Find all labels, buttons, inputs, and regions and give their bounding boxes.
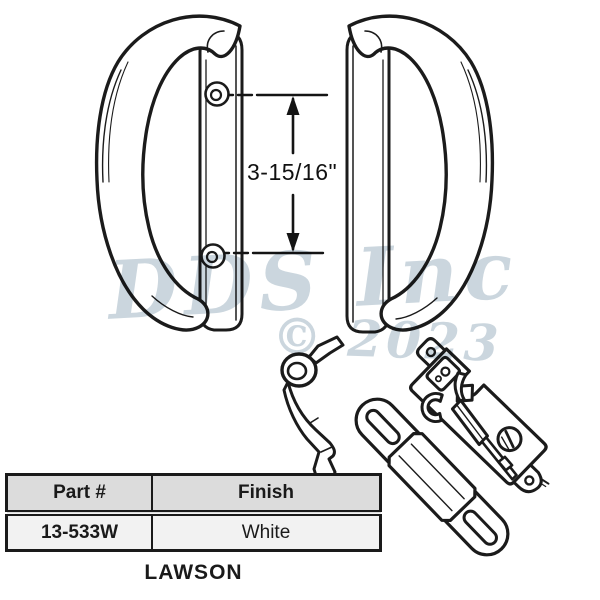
screw-icon — [204, 81, 230, 107]
grip-highlight-line — [101, 69, 122, 183]
parts-table: Part # Finish 13-533W White — [5, 473, 382, 552]
lock-small-hole — [497, 455, 514, 472]
disc-slot-line — [504, 429, 515, 449]
grip-highlight-line — [108, 61, 129, 183]
lever-detail-line — [320, 446, 333, 453]
grip-highlight-line — [395, 297, 438, 320]
lever-detail-line — [309, 417, 319, 424]
lock-hook — [453, 371, 468, 403]
keeper-plate-illustration — [354, 397, 510, 557]
keeper-slot — [462, 509, 498, 546]
grip-highlight-line — [460, 61, 481, 183]
table-header-row: Part # Finish — [5, 473, 382, 516]
keeper-channel-line — [398, 455, 453, 512]
lever-ring-hole — [286, 361, 308, 381]
lock-cam — [420, 392, 444, 423]
tab-hole — [425, 346, 437, 358]
cylinder-hole — [440, 366, 451, 377]
cylinder-hole — [434, 375, 442, 383]
tab-hole — [524, 475, 535, 486]
column-header-finish: Finish — [151, 473, 382, 516]
watermark-year: © 2023 — [271, 305, 504, 374]
keeper-housing — [387, 431, 477, 523]
dimension-annotation — [223, 93, 334, 255]
finish-cell: White — [151, 512, 382, 552]
brand-name: LAWSON — [144, 561, 243, 584]
screw-icon — [200, 243, 226, 269]
lever-arm — [282, 380, 337, 488]
table-row: 13-533W White — [5, 512, 382, 552]
bolt-detail-line — [455, 403, 485, 441]
latch-lever-illustration — [280, 335, 345, 488]
arrow-up-icon — [286, 96, 300, 115]
outside-handle-illustration — [345, 14, 495, 334]
keeper-slot — [365, 408, 401, 446]
grip-highlight-line — [151, 295, 194, 318]
handle-grip — [94, 14, 242, 332]
grip-knuckle-line — [364, 30, 383, 53]
mortise-lock-illustration — [409, 337, 550, 494]
grip-knuckle-line — [206, 30, 225, 53]
column-header-part: Part # — [5, 473, 153, 516]
part-number-cell: 13-533W — [5, 512, 153, 552]
handle-grip — [347, 14, 495, 332]
disc-slot-line — [500, 436, 510, 451]
keeper-channel-line — [410, 443, 465, 500]
dimension-label: 3-15/16" — [245, 159, 340, 186]
grip-highlight-line — [467, 69, 488, 183]
lock-mount-tab — [415, 337, 448, 370]
arrow-down-icon — [286, 233, 300, 252]
